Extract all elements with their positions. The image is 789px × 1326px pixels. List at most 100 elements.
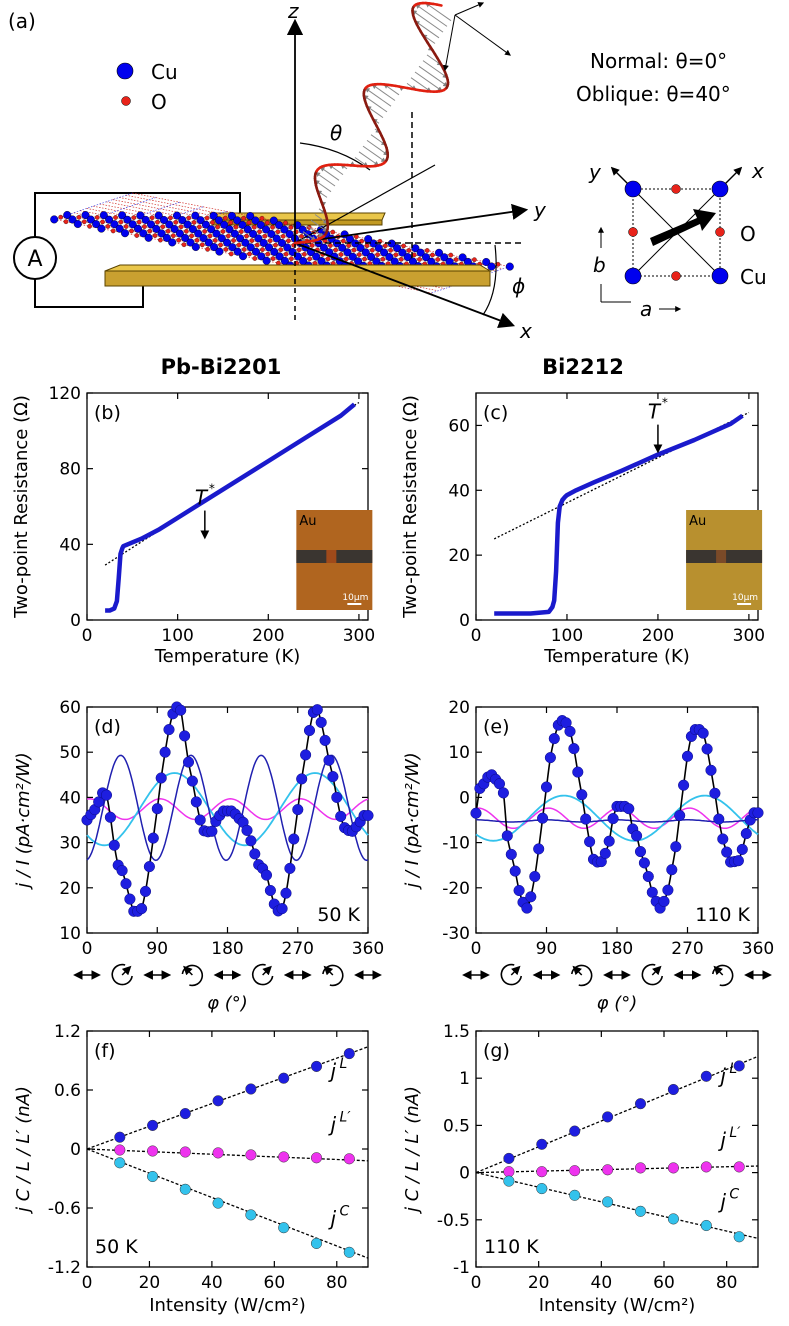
lattice-o-atom bbox=[178, 224, 184, 230]
panel-label: (e) bbox=[483, 716, 510, 738]
lattice-o-atom bbox=[231, 238, 236, 243]
field-vector-arrow bbox=[414, 20, 440, 39]
x-tick-label: 270 bbox=[671, 939, 703, 959]
y-tick-label: -1.2 bbox=[48, 1258, 81, 1278]
y-tick-label: 10 bbox=[59, 924, 81, 944]
data-point bbox=[151, 803, 163, 815]
panel-a-schematic: (a) Cu O A z y x bbox=[8, 0, 767, 343]
lattice-cu-atom bbox=[374, 243, 383, 252]
y-tick-label: -20 bbox=[442, 879, 470, 899]
lattice-cu-atom bbox=[175, 229, 184, 238]
data-point bbox=[311, 704, 323, 716]
y-tick-label: 50 bbox=[59, 743, 81, 763]
lattice-o-atom bbox=[223, 247, 229, 252]
temperature-label: 110 K bbox=[484, 1236, 539, 1258]
data-point bbox=[124, 893, 136, 905]
data-point bbox=[278, 1222, 290, 1234]
y-tick-label: 1.2 bbox=[54, 1022, 81, 1042]
x-tick-label: 360 bbox=[742, 939, 774, 959]
lattice-o-atom bbox=[270, 256, 276, 261]
lattice-y-label: y bbox=[588, 160, 602, 184]
y-tick-label: 20 bbox=[59, 879, 81, 899]
circular-polarization-arrow bbox=[572, 965, 583, 976]
data-point bbox=[147, 1145, 159, 1157]
data-point bbox=[114, 1157, 126, 1169]
lattice-o-atom bbox=[236, 242, 242, 248]
lattice-o-atom bbox=[155, 219, 160, 225]
lattice-o-atom bbox=[369, 247, 375, 253]
series-label-superscript: L′ bbox=[340, 1109, 352, 1125]
lattice-o-atom bbox=[168, 215, 173, 221]
lattice-cu-atom bbox=[178, 216, 187, 225]
lattice-cu-atom bbox=[298, 225, 307, 234]
field-vector-arrow bbox=[354, 157, 369, 167]
data-point bbox=[733, 1060, 745, 1072]
data-point bbox=[634, 1098, 647, 1110]
resistance-curve bbox=[494, 413, 744, 616]
lattice-cu-atom bbox=[215, 247, 224, 256]
lattice-cu-atom bbox=[275, 221, 284, 230]
field-vector-arrow bbox=[310, 219, 328, 232]
lattice-cu-atom bbox=[50, 215, 59, 224]
data-point bbox=[503, 1175, 515, 1187]
lattice-cu-atom bbox=[238, 220, 247, 229]
lattice-o-atom bbox=[273, 242, 278, 248]
field-vector-arrow bbox=[418, 65, 449, 87]
lattice-o-atom bbox=[251, 224, 257, 230]
data-point bbox=[114, 1144, 126, 1156]
data-point bbox=[509, 865, 521, 877]
lattice-a-label: a bbox=[640, 297, 652, 321]
data-point bbox=[670, 841, 682, 853]
data-point bbox=[752, 807, 764, 819]
data-point bbox=[147, 832, 159, 844]
lattice-o-atom bbox=[81, 219, 87, 225]
field-vector-arrow bbox=[410, 77, 432, 93]
linear-fit-line bbox=[86, 1046, 369, 1150]
data-point bbox=[310, 1060, 323, 1072]
lattice-cu-atom bbox=[380, 248, 389, 257]
lattice-cu-atom bbox=[99, 211, 108, 220]
data-point bbox=[241, 824, 253, 836]
lattice-o-atom bbox=[100, 219, 105, 225]
x-tick-label: 0 bbox=[471, 1273, 482, 1293]
lattice-o-atom bbox=[149, 215, 155, 221]
lattice-cu-atom bbox=[170, 224, 179, 233]
linear-fit-line bbox=[475, 1171, 759, 1240]
data-point bbox=[497, 787, 509, 799]
lattice-cu-atom bbox=[348, 252, 357, 261]
data-point bbox=[343, 1048, 355, 1060]
lattice-cu-atom bbox=[188, 225, 197, 234]
x-tick-label: 200 bbox=[642, 626, 674, 646]
ammeter-icon bbox=[13, 236, 57, 280]
y-tick-label: 0.6 bbox=[54, 1081, 81, 1101]
data-point bbox=[536, 1183, 548, 1195]
field-vector-arrow bbox=[366, 139, 389, 156]
data-point bbox=[536, 1166, 548, 1178]
lattice-o-atom bbox=[244, 233, 249, 239]
lattice-cu-atom bbox=[361, 248, 370, 257]
lattice-o-atom bbox=[270, 224, 275, 230]
tip-arrow bbox=[454, 2, 485, 16]
lattice-o-atom bbox=[283, 220, 288, 226]
y-tick-label: 40 bbox=[59, 788, 81, 808]
data-point bbox=[163, 724, 175, 736]
data-point bbox=[705, 764, 717, 776]
tstar-superscript: * bbox=[209, 482, 215, 496]
inset-sample bbox=[326, 550, 337, 563]
lattice-o-atom bbox=[393, 252, 399, 258]
helix-segment bbox=[435, 3, 443, 7]
data-point bbox=[697, 727, 709, 739]
lattice-o-atom bbox=[380, 256, 386, 262]
normal-incidence-label: Normal: θ=0° bbox=[590, 49, 727, 73]
data-point bbox=[104, 811, 116, 823]
lattice-o-atom bbox=[218, 242, 223, 248]
lattice-o-atom bbox=[309, 243, 315, 248]
x-tick-label: 300 bbox=[733, 626, 765, 646]
lattice-cu-atom bbox=[139, 229, 148, 238]
lattice-o-atom bbox=[228, 220, 234, 225]
y-tick-label: 0 bbox=[459, 788, 470, 808]
lattice-cu-atom bbox=[115, 224, 124, 233]
lattice-cu-atom bbox=[440, 253, 449, 262]
